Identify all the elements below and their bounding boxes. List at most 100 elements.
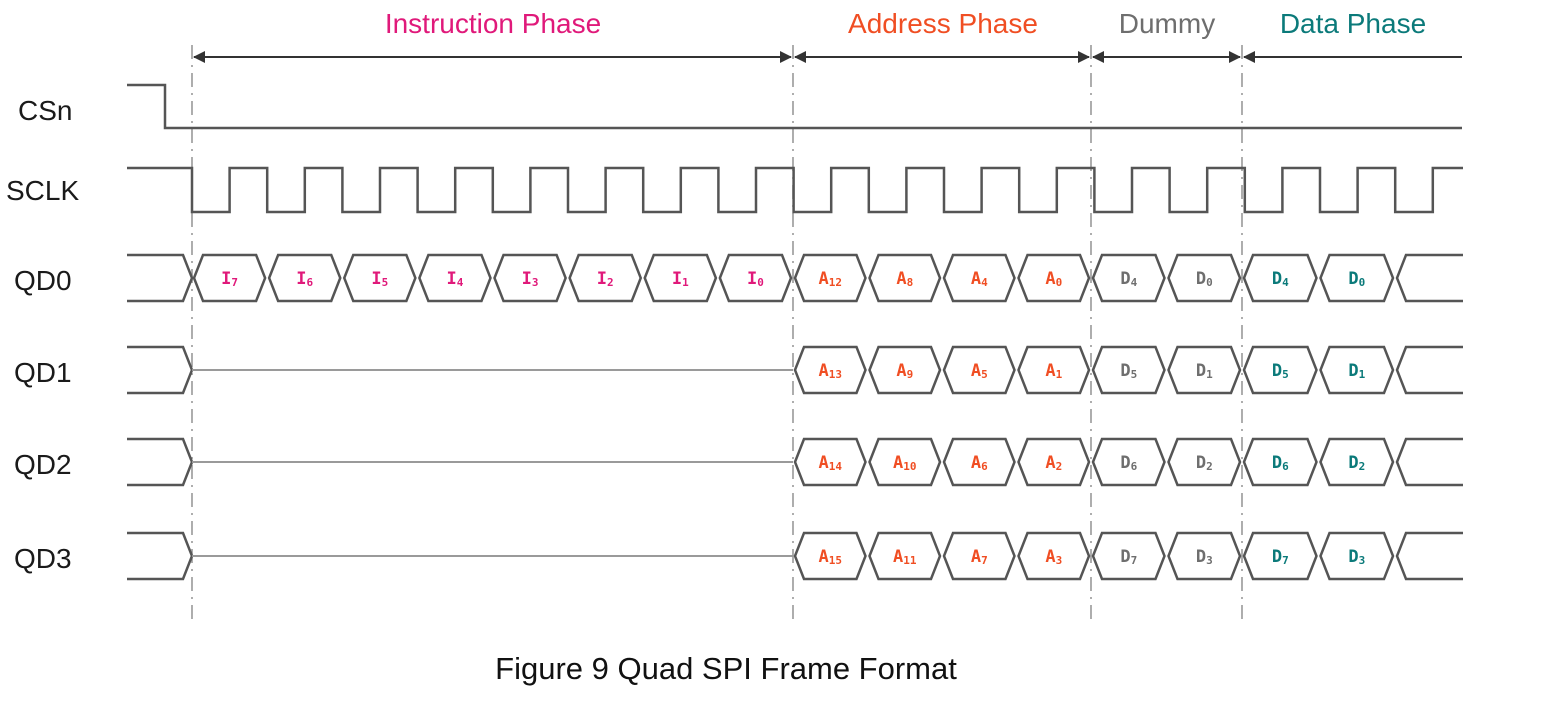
bit-label: A0 (1045, 269, 1062, 289)
bit-label: I3 (522, 269, 539, 289)
bit-cell (942, 531, 1016, 581)
bit-cell (1091, 531, 1166, 581)
bit-cell (793, 531, 867, 581)
bit-label: A12 (819, 269, 843, 289)
bit-cell (942, 345, 1016, 395)
bit-cell (1091, 253, 1166, 303)
bit-label: I4 (447, 269, 464, 289)
bit-label: D1 (1196, 361, 1213, 381)
signal-label-qd3: QD3 (14, 543, 72, 574)
bit-cell (342, 253, 417, 303)
bit-label: A3 (1045, 547, 1062, 567)
signal-label-qd0: QD0 (14, 265, 72, 296)
sclk-waveform (127, 166, 1463, 214)
bit-label: D6 (1272, 453, 1289, 473)
bit-label: D0 (1348, 269, 1365, 289)
bit-label: D7 (1272, 547, 1289, 567)
bit-label: A9 (896, 361, 913, 381)
bit-cell (793, 253, 867, 303)
bit-cell (1091, 437, 1166, 487)
bit-label: D4 (1272, 269, 1289, 289)
bit-cell (1319, 531, 1395, 581)
phase-label-data: Data Phase (1280, 8, 1426, 39)
bit-cell (1017, 253, 1091, 303)
lane-leading-bus (127, 437, 194, 487)
bit-label: D7 (1120, 547, 1137, 567)
bit-cell (1319, 437, 1395, 487)
lane-leading-bus (127, 345, 194, 395)
csn-waveform (127, 83, 1462, 130)
bit-cell (192, 253, 267, 303)
bit-cell (793, 345, 867, 395)
bit-label: A4 (971, 269, 988, 289)
bit-cell (1167, 437, 1242, 487)
bit-cell (1167, 345, 1242, 395)
bit-cell (1017, 437, 1091, 487)
bit-label: A5 (971, 361, 988, 381)
bit-label: I2 (597, 269, 614, 289)
bit-label: A14 (819, 453, 843, 473)
bit-label: A1 (1045, 361, 1062, 381)
lane-trailing-bus (1395, 437, 1463, 487)
bit-cell (1091, 345, 1166, 395)
phase-label-dummy: Dummy (1119, 8, 1215, 39)
bit-label: I7 (221, 269, 238, 289)
bit-label: A2 (1045, 453, 1062, 473)
lane-qd0: I7 I6 I5 I4 I3 I2 I1 I0 A12 A8 A4 A0 D4 D0 D4 D0 (127, 253, 1463, 303)
bit-label: D5 (1272, 361, 1289, 381)
bit-cell (493, 253, 567, 303)
bit-label: D5 (1120, 361, 1137, 381)
bit-label: A7 (971, 547, 988, 567)
lane-trailing-bus (1395, 531, 1463, 581)
bit-label: A15 (819, 547, 843, 567)
bit-cell (1017, 531, 1091, 581)
bit-label: A8 (896, 269, 913, 289)
lane-trailing-bus (1395, 345, 1463, 395)
bit-label: D0 (1196, 269, 1213, 289)
phase-boundary-guides (191, 45, 1243, 622)
bit-cell (718, 253, 793, 303)
bit-cell (1319, 345, 1395, 395)
bit-cell (942, 437, 1016, 487)
signal-label-sclk: SCLK (6, 175, 79, 206)
bit-cell (1242, 345, 1318, 395)
lane-trailing-bus (1395, 253, 1463, 303)
lane-leading-bus (127, 253, 194, 303)
bit-label: D3 (1196, 547, 1213, 567)
bit-cell (793, 437, 867, 487)
bit-cell (1319, 253, 1395, 303)
bit-cell (1242, 253, 1318, 303)
bit-label: I0 (747, 269, 764, 289)
bit-cell (942, 253, 1016, 303)
bit-label: D6 (1120, 453, 1137, 473)
phase-label-instruction: Instruction Phase (385, 8, 601, 39)
bit-cell (1167, 253, 1242, 303)
bit-label: A10 (893, 453, 917, 473)
phase-label-address: Address Phase (848, 8, 1038, 39)
bit-label: I5 (371, 269, 388, 289)
bit-label: D2 (1196, 453, 1213, 473)
bit-cell (1017, 345, 1091, 395)
bit-cell (267, 253, 342, 303)
bit-label: D1 (1348, 361, 1365, 381)
bit-label: I6 (296, 269, 313, 289)
bit-cell (1242, 437, 1318, 487)
signal-label-csn: CSn (18, 95, 72, 126)
bit-cell (868, 345, 942, 395)
bit-label: A11 (893, 547, 917, 567)
bit-cell (568, 253, 643, 303)
bit-cell (418, 253, 492, 303)
bit-label: D4 (1120, 269, 1137, 289)
bit-label: A6 (971, 453, 988, 473)
bit-cell (868, 253, 942, 303)
bit-cell (1167, 531, 1242, 581)
bit-cell (1242, 531, 1318, 581)
bit-label: I1 (672, 269, 689, 289)
signal-label-qd1: QD1 (14, 357, 72, 388)
bit-cell (868, 531, 942, 581)
